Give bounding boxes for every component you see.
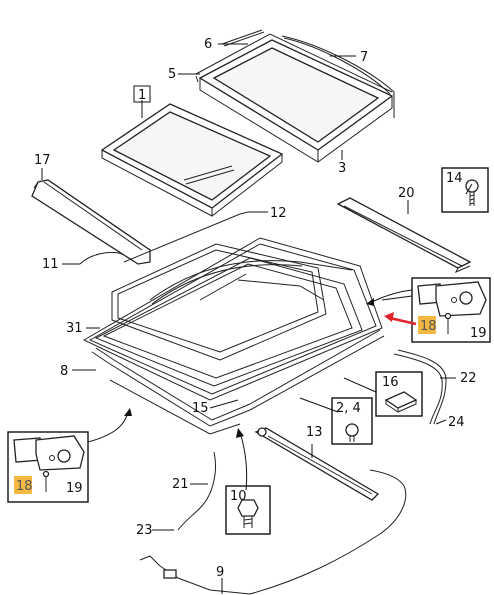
inset-motor-right bbox=[411, 277, 491, 343]
arrowhead-right bbox=[366, 298, 374, 306]
label-20: 20 bbox=[398, 186, 415, 201]
label-19-left: 19 bbox=[66, 481, 83, 496]
label-15: 15 bbox=[192, 401, 209, 416]
hose-22b bbox=[397, 349, 447, 425]
inset-bolt-2-4 bbox=[331, 397, 373, 445]
label-2-4: 2, 4 bbox=[336, 401, 361, 416]
inset-bolt-14 bbox=[441, 167, 489, 213]
red-arrow bbox=[389, 316, 417, 326]
label-16: 16 bbox=[382, 375, 399, 390]
seal-5 bbox=[195, 33, 393, 93]
label-5: 5 bbox=[168, 67, 176, 82]
label-7: 7 bbox=[360, 50, 368, 65]
inset-pad-16 bbox=[375, 371, 423, 417]
label-22: 22 bbox=[460, 371, 477, 386]
leader-lines bbox=[41, 43, 473, 594]
label-24: 24 bbox=[448, 415, 465, 430]
inset-bolt-10 bbox=[225, 485, 271, 535]
label-13: 13 bbox=[306, 425, 323, 440]
label-box-1 bbox=[133, 85, 151, 103]
label-21: 21 bbox=[172, 477, 189, 492]
strip-6 bbox=[221, 29, 263, 45]
label-10: 10 bbox=[230, 489, 247, 504]
drive-rail-13 bbox=[254, 427, 380, 501]
inset-motor-left bbox=[7, 431, 89, 503]
label-23: 23 bbox=[136, 523, 153, 538]
red-arrowhead bbox=[384, 312, 394, 322]
label-14: 14 bbox=[446, 171, 463, 186]
label-1: 1 bbox=[138, 88, 146, 103]
deflector-17 bbox=[31, 179, 151, 265]
label-12: 12 bbox=[270, 206, 287, 221]
arrowhead-left bbox=[124, 408, 132, 416]
label-18-right: 18 bbox=[420, 319, 437, 334]
label-17: 17 bbox=[34, 153, 51, 168]
wiring-9 bbox=[139, 469, 407, 595]
glass-panel-3 bbox=[198, 39, 394, 163]
label-3: 3 bbox=[338, 161, 346, 176]
sun-blind-20 bbox=[336, 197, 472, 273]
drain-21 bbox=[177, 451, 216, 531]
label-8: 8 bbox=[60, 364, 68, 379]
seal-7 bbox=[281, 35, 395, 118]
cable-11 bbox=[79, 251, 123, 265]
label-6: 6 bbox=[204, 37, 212, 52]
label-11: 11 bbox=[42, 257, 59, 272]
connector-9 bbox=[163, 569, 177, 579]
arrowhead-10 bbox=[236, 428, 244, 438]
cable-12 bbox=[123, 211, 249, 263]
label-9: 9 bbox=[216, 565, 224, 580]
glass-panel-1 bbox=[100, 103, 284, 217]
label-31: 31 bbox=[66, 321, 83, 336]
hose-22 bbox=[393, 353, 443, 425]
label-19-right: 19 bbox=[470, 326, 487, 341]
label-18-left: 18 bbox=[16, 479, 33, 494]
frame-assembly bbox=[82, 237, 385, 435]
